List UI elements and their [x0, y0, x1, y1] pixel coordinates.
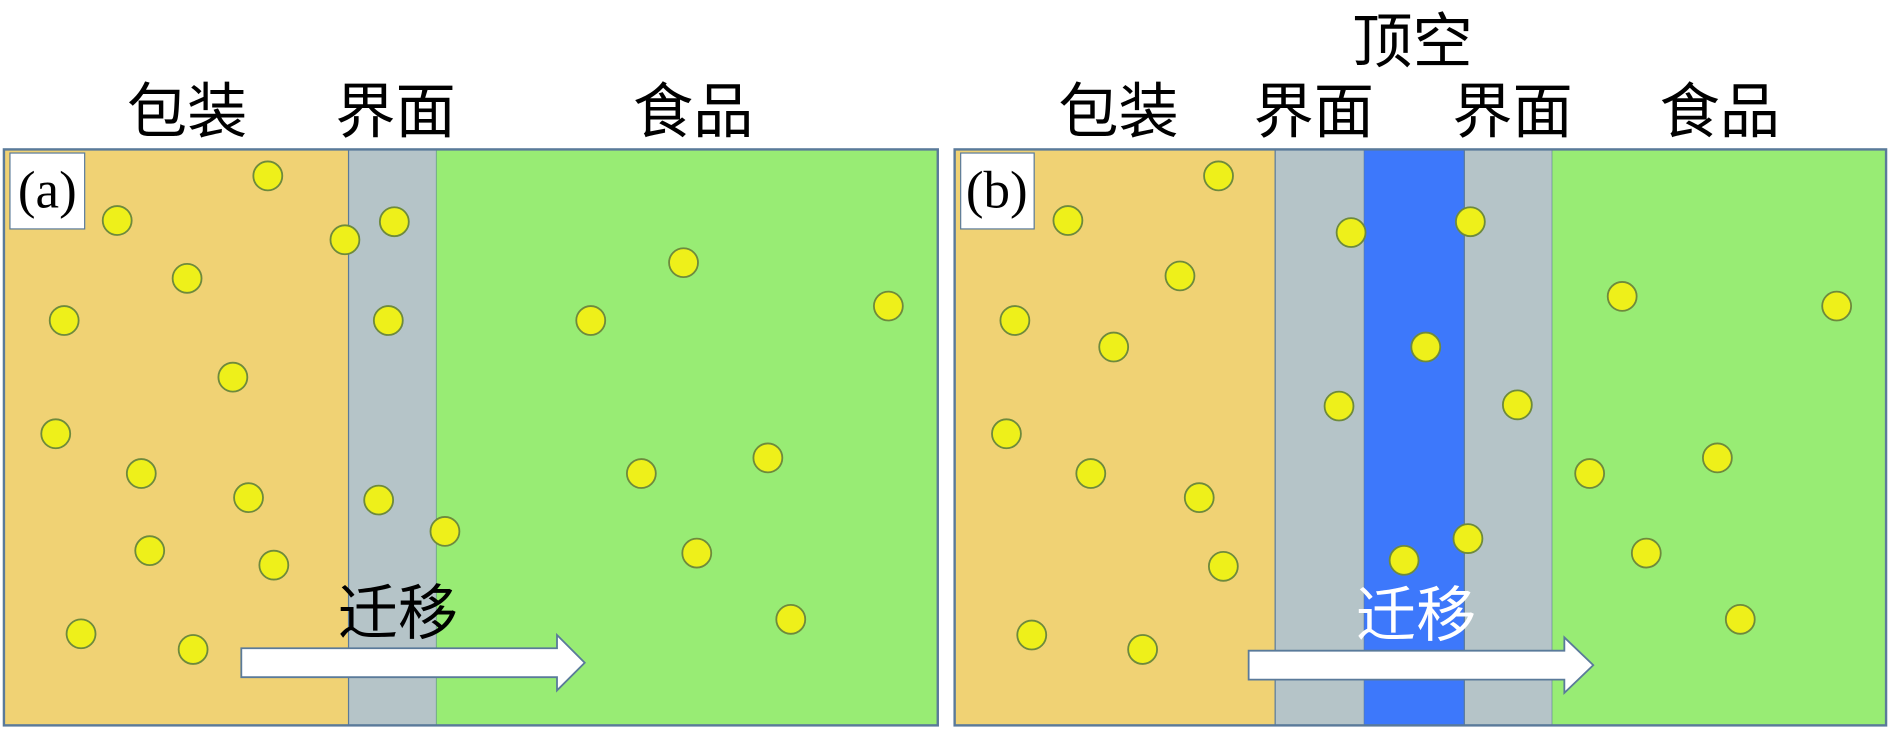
migration-arrow-a — [240, 632, 586, 693]
migration-arrow-b — [1247, 635, 1595, 695]
particle — [991, 418, 1022, 450]
food-layer — [1552, 149, 1887, 726]
interface-layer-right — [1463, 148, 1553, 726]
particle — [999, 305, 1031, 336]
label-packaging: 包装 — [1058, 78, 1178, 148]
particle — [378, 206, 410, 238]
headspace-layer — [1364, 149, 1465, 726]
panel-b-border — [953, 148, 1888, 727]
particle — [65, 618, 97, 650]
panel-a-tag-box — [9, 152, 86, 230]
label-interface-left: 界面 — [1253, 78, 1373, 148]
particle — [681, 537, 713, 569]
particle — [134, 535, 166, 567]
interface-layer — [347, 148, 438, 726]
migration-label-a: 迁移 — [338, 579, 458, 649]
label-packaging: 包装 — [127, 78, 247, 148]
particle — [668, 247, 699, 279]
particle — [1630, 537, 1662, 569]
particle — [1183, 482, 1215, 514]
particle — [1501, 389, 1533, 421]
particle — [171, 262, 203, 294]
particle — [1388, 544, 1420, 576]
panel-a-tag: (a) — [18, 161, 77, 219]
label-headspace: 顶空 — [1352, 8, 1472, 78]
panel-b-tag: (b) — [966, 161, 1028, 219]
label-interface-right: 界面 — [1452, 78, 1572, 148]
particles-a — [40, 160, 904, 665]
particle — [1724, 603, 1756, 635]
particle — [1821, 290, 1853, 322]
particle — [775, 603, 807, 635]
particle — [1335, 217, 1367, 248]
label-food: 食品 — [633, 78, 753, 148]
particle — [1452, 523, 1484, 554]
particle — [1052, 205, 1084, 236]
particle — [429, 516, 461, 547]
particle — [1016, 619, 1048, 651]
particle — [1098, 331, 1130, 363]
panel-a-border — [2, 148, 939, 727]
panel-b-tag-box — [960, 152, 1035, 230]
particle — [329, 224, 361, 256]
particle — [1454, 206, 1486, 238]
label-interface: 界面 — [335, 78, 455, 148]
particle — [1410, 331, 1442, 363]
particle — [1323, 390, 1355, 422]
particle — [40, 418, 72, 450]
particle — [252, 160, 284, 192]
particles-b — [991, 160, 1853, 665]
panel-b: (b) 顶空 包装 界面 界面 食品 迁移 — [953, 8, 1888, 727]
particle — [1207, 550, 1239, 582]
particle — [233, 482, 264, 514]
particle — [217, 361, 249, 393]
panel-a: (a) 包装 界面 食品 迁移 — [2, 78, 939, 727]
particle — [125, 458, 157, 489]
particle — [873, 290, 904, 322]
particle — [752, 442, 784, 474]
particle — [575, 305, 607, 336]
particle — [1574, 458, 1606, 489]
food-layer — [436, 149, 938, 726]
particle — [1127, 634, 1158, 665]
particle — [177, 634, 209, 665]
particle — [258, 549, 290, 581]
particle — [372, 305, 404, 336]
migration-label-b: 迁移 — [1356, 581, 1476, 651]
particle — [1075, 458, 1107, 489]
particle — [363, 484, 395, 516]
particle — [1606, 281, 1638, 312]
particle — [101, 205, 133, 236]
particle — [1164, 260, 1196, 292]
label-food: 食品 — [1660, 78, 1780, 148]
particle — [48, 305, 80, 336]
particle — [1702, 442, 1733, 474]
particle — [1203, 160, 1234, 192]
particle — [625, 458, 657, 489]
